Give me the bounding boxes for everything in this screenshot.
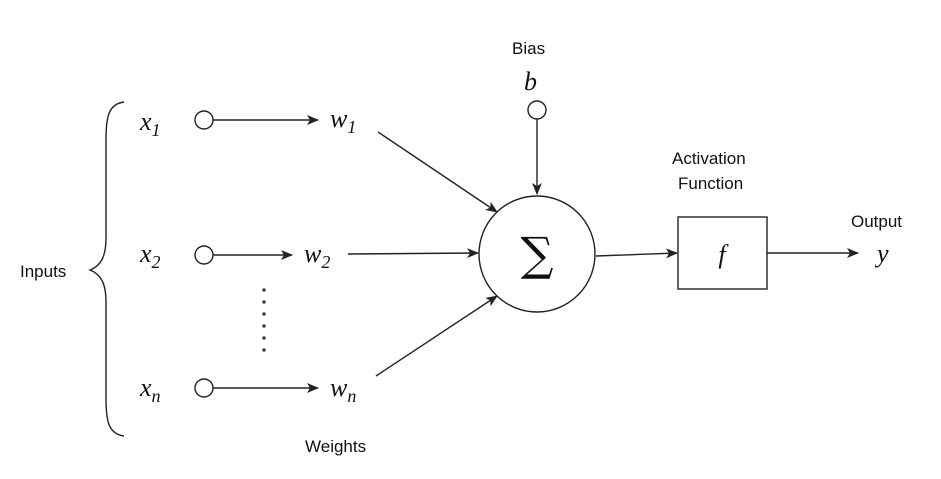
- summation-node: [478, 195, 596, 313]
- output-symbol: y: [874, 239, 889, 268]
- inputs-brace: [88, 101, 125, 437]
- inputs-label: Inputs: [20, 262, 66, 281]
- weight-wn: wn: [330, 373, 356, 406]
- input-node-n: [194, 378, 214, 398]
- activation-box: [677, 216, 768, 290]
- input-node-1: [194, 110, 214, 130]
- ellipsis-dots: [262, 288, 266, 352]
- output-label: Output: [851, 212, 902, 231]
- weight-w1: w1: [330, 104, 356, 137]
- input-x1: x1: [139, 107, 161, 140]
- weights-label: Weights: [305, 437, 366, 456]
- bias-label: Bias: [512, 39, 545, 58]
- weight-arrow-2: [347, 248, 479, 259]
- sum-to-activation-arrow: [595, 248, 678, 259]
- weight-w2: w2: [304, 239, 330, 272]
- activation-label-line1: Activation: [672, 149, 746, 168]
- input-x2: x2: [139, 239, 161, 272]
- bias-node: [527, 100, 547, 120]
- weight-arrow-1: [377, 131, 498, 213]
- input-xn: xn: [139, 373, 161, 406]
- bias-symbol: b: [524, 67, 537, 96]
- activation-symbol: f: [718, 240, 729, 269]
- input-node-2: [194, 245, 214, 265]
- summation-symbol: ∑: [521, 227, 554, 281]
- activation-label-line2: Function: [678, 174, 743, 193]
- weight-arrow-n: [375, 295, 498, 377]
